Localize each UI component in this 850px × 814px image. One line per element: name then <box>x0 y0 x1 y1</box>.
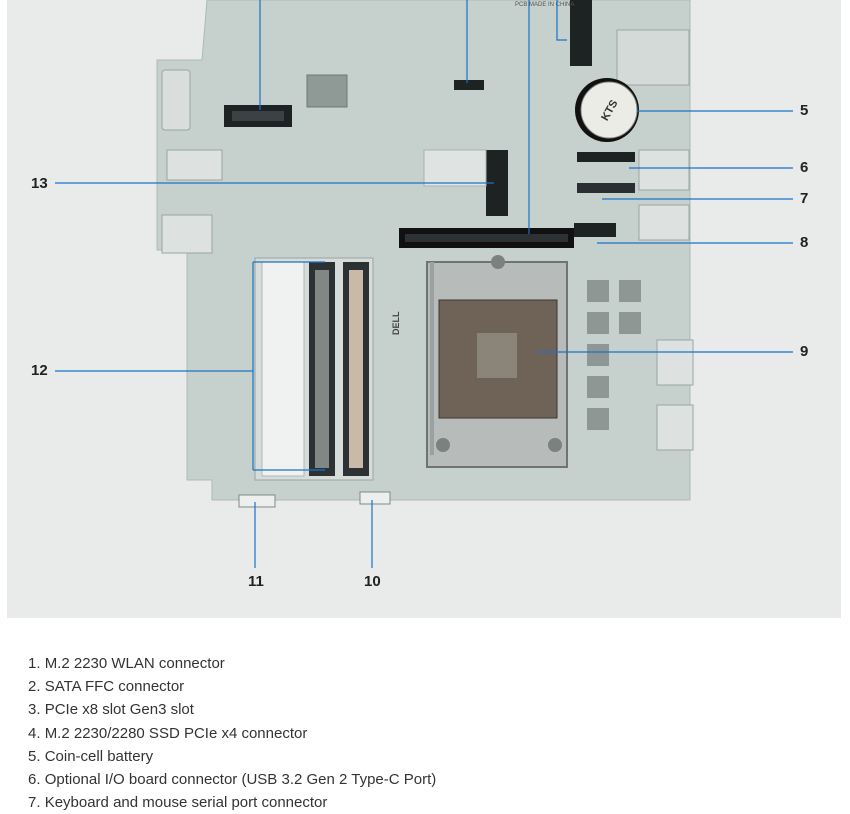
legend-number: 5. <box>28 747 41 765</box>
fan-header-10 <box>359 491 391 505</box>
pcb-text: PCB MADE IN CHINA <box>515 2 574 8</box>
legend-text: PCIe x8 slot Gen3 slot <box>44 701 194 719</box>
display-port-2 <box>656 404 694 451</box>
m2-ssd-connector <box>486 150 508 216</box>
callout-10: 10 <box>364 573 381 590</box>
legend-item: 2. SATA FFC connector <box>28 675 436 698</box>
socket-screw-right <box>548 438 562 452</box>
legend-item: 1. M.2 2230 WLAN connector <box>28 652 436 675</box>
legend-text: SATA FFC connector <box>44 678 185 696</box>
usb-port-right-1 <box>638 149 690 191</box>
leader-4 <box>556 0 567 41</box>
board-pcb <box>156 0 691 501</box>
chipset <box>306 74 348 108</box>
sata-ffc-connector <box>454 80 484 90</box>
connector-8 <box>574 223 616 237</box>
rj45-port <box>161 214 213 254</box>
memory-module <box>261 261 305 477</box>
callout-8: 8 <box>800 234 809 251</box>
legend-number: 1. <box>28 655 41 672</box>
keyboard-mouse-connector <box>577 183 635 193</box>
component-legend-list: 1. M.2 2230 WLAN connector 2. SATA FFC c… <box>28 652 436 814</box>
legend-item: 3. PCIe x8 slot Gen3 slot <box>28 698 436 721</box>
usb-port-left <box>166 149 223 181</box>
motherboard-diagram: KTS PCB MADE IN CHINA <box>7 0 841 618</box>
legend-item: 6. Optional I/O board connector (USB 3.2… <box>28 768 436 791</box>
callout-5: 5 <box>800 102 809 119</box>
leader-lines <box>55 0 793 568</box>
fan-header-11 <box>238 494 276 508</box>
legend-item: 5. Coin-cell battery <box>28 745 436 768</box>
display-port-1 <box>656 339 694 386</box>
legend-number: 4. <box>28 724 41 742</box>
motherboard-illustration: KTS PCB MADE IN CHINA <box>55 0 793 568</box>
rear-port-stack <box>616 29 690 86</box>
dell-logo-text: DELL <box>391 311 401 335</box>
callout-13: 13 <box>31 175 48 192</box>
socket-screw-top <box>491 255 505 269</box>
coin-cell-battery <box>580 81 638 139</box>
callout-6: 6 <box>800 159 809 176</box>
cpu-pins <box>477 333 517 378</box>
vrm-choke <box>587 280 609 302</box>
legend-item: 4. M.2 2230/2280 SSD PCIe x4 connector <box>28 722 436 745</box>
legend-text: M.2 2230 WLAN connector <box>44 655 225 672</box>
callout-7: 7 <box>800 190 809 207</box>
legend-text: Coin-cell battery <box>44 747 154 765</box>
legend-text: Optional I/O board connector (USB 3.2 Ge… <box>44 771 437 789</box>
legend-number: 2. <box>28 678 41 696</box>
legend-text: Keyboard and mouse serial port connector <box>44 794 328 812</box>
legend-number: 3. <box>28 701 41 719</box>
legend-text: M.2 2230/2280 SSD PCIe x4 connector <box>44 724 308 742</box>
optional-io-connector <box>577 152 635 162</box>
legend-number: 7. <box>28 794 41 812</box>
label-sticker <box>423 149 487 187</box>
audio-jack-block <box>161 69 191 131</box>
m2-ssd-slot-top <box>570 0 592 66</box>
callout-11: 11 <box>248 573 264 590</box>
callout-12: 12 <box>31 362 48 379</box>
legend-item: 7. Keyboard and mouse serial port connec… <box>28 791 436 814</box>
legend-number: 6. <box>28 771 41 789</box>
socket-screw-left <box>436 438 450 452</box>
callout-9: 9 <box>800 343 809 360</box>
usb-port-right-2 <box>638 204 690 241</box>
